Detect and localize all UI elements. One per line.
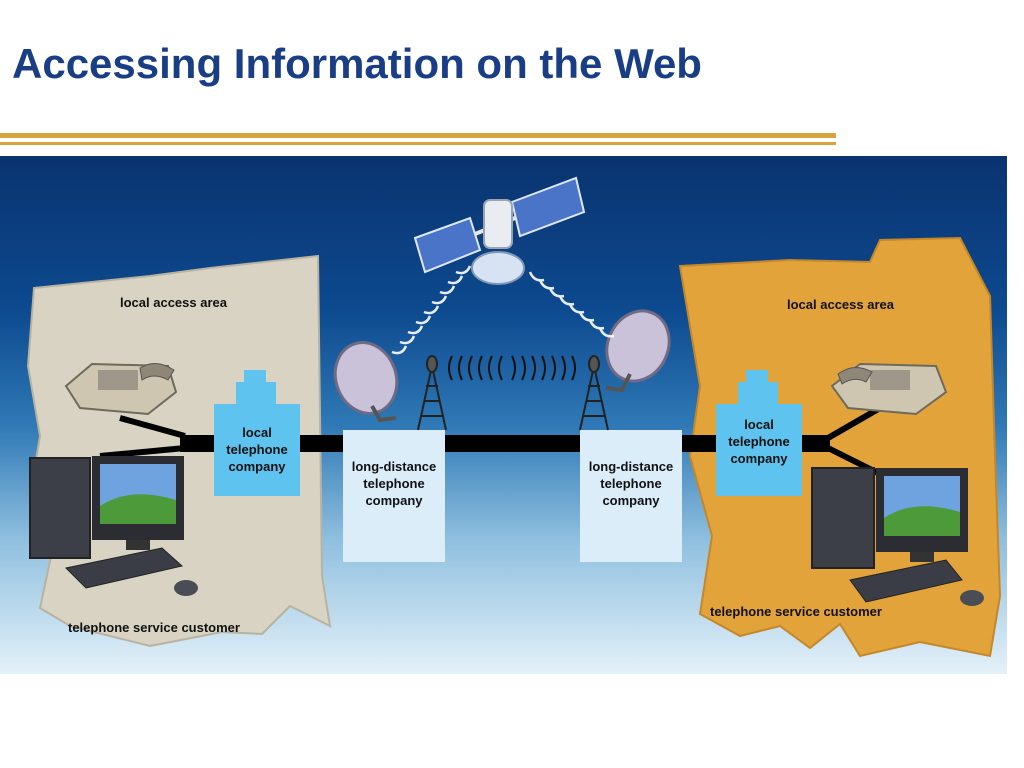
left-computer-link <box>99 445 186 459</box>
telephone-icon <box>830 362 948 416</box>
satellite-dish-icon <box>333 341 399 423</box>
right-local-company-label: local telephone company <box>728 417 790 466</box>
satellite-dish-icon <box>605 309 671 393</box>
slide-title: Accessing Information on the Web <box>12 40 702 87</box>
telephone-icon <box>64 362 178 416</box>
microwave-link-waves <box>448 355 576 381</box>
left-long-distance-box <box>343 430 445 562</box>
network-diagram: local access area local access area loca… <box>0 156 1007 674</box>
left-local-company-label: local telephone company <box>226 425 288 474</box>
desktop-computer-icon <box>811 467 984 606</box>
left-area-label: local access area <box>120 295 227 310</box>
right-long-distance-box <box>580 430 682 562</box>
desktop-computer-icon <box>29 456 198 596</box>
left-long-distance-label: long-distance telephone company <box>351 459 437 508</box>
radio-tower-icon <box>417 355 447 431</box>
title-rule-thin <box>0 142 836 145</box>
right-local-company-box <box>716 370 802 496</box>
right-customer-label: telephone service customer <box>710 604 882 619</box>
satellite-signal-waves <box>391 265 615 355</box>
title-rule-thick <box>0 133 836 138</box>
left-customer-label: telephone service customer <box>68 620 240 635</box>
radio-tower-icon <box>579 355 609 431</box>
right-area-label: local access area <box>787 297 894 312</box>
right-long-distance-label: long-distance telephone company <box>588 459 674 508</box>
left-local-company-box <box>214 370 300 496</box>
satellite-icon <box>413 176 586 285</box>
right-phone-link <box>826 405 882 441</box>
left-phone-link <box>119 415 186 439</box>
diagram-graphics <box>26 176 1002 658</box>
